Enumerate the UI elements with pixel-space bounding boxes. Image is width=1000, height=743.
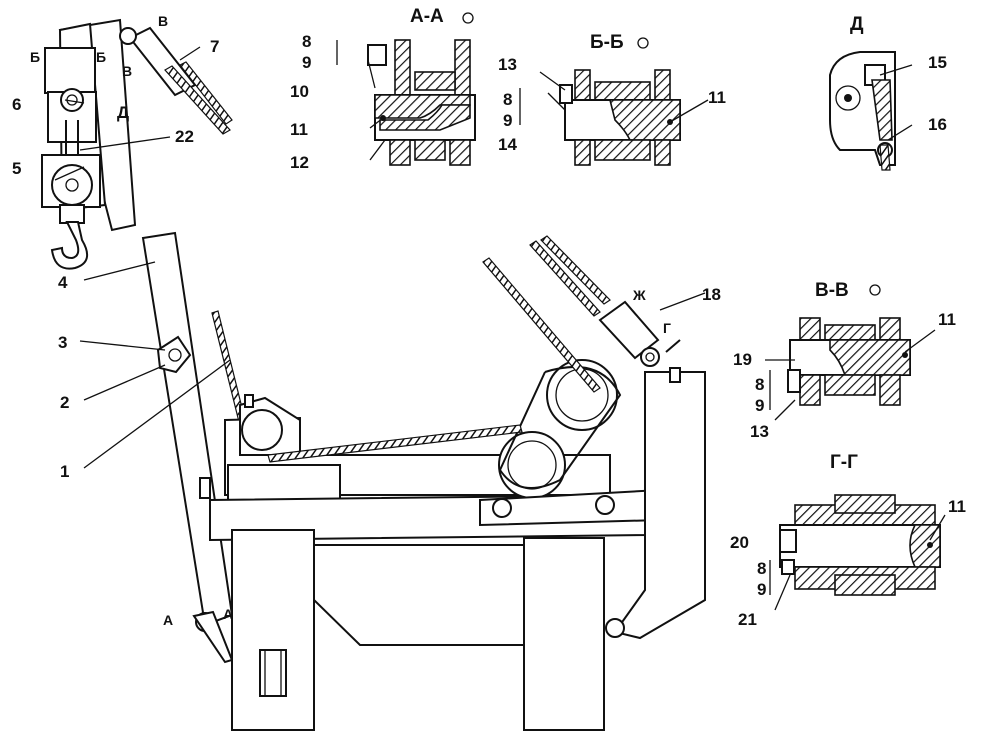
cable-fitting-18 <box>598 300 681 367</box>
part-2: 2 <box>60 393 69 412</box>
cable-right-1 <box>482 257 601 393</box>
part-5: 5 <box>12 159 21 178</box>
part-19: 19 <box>733 350 752 369</box>
title-section-bb: Б-Б <box>590 32 624 53</box>
part-8-gg: 8 <box>757 559 766 578</box>
section-bb <box>559 37 681 166</box>
part-21: 21 <box>738 610 757 629</box>
part-9-gg: 9 <box>757 580 766 599</box>
section-d <box>829 51 896 171</box>
part-12: 12 <box>290 153 309 172</box>
leader-lines <box>54 40 946 611</box>
section-vv <box>787 284 911 406</box>
title-section-aa: А-А <box>410 6 444 27</box>
part-13-vv: 13 <box>750 422 769 441</box>
part-11-vv: 11 <box>938 310 956 329</box>
right-boom <box>605 367 706 640</box>
part-9-vv: 9 <box>755 396 764 415</box>
part-1: 1 <box>60 462 69 481</box>
part-14: 14 <box>498 135 517 154</box>
hook-assembly-view <box>41 18 233 270</box>
left-boom <box>141 231 234 664</box>
machine-body <box>209 359 661 731</box>
part-numbers: 1 2 3 4 5 6 7 8 9 10 11 12 13 8 9 11 14 … <box>12 32 966 629</box>
main-view <box>141 231 706 731</box>
part-11-bb: 11 <box>708 88 726 107</box>
chain-belt <box>267 424 523 463</box>
section-gg <box>779 494 941 596</box>
section-titles: А-А Б-Б В-В Г-Г Д <box>410 6 864 473</box>
part-20: 20 <box>730 533 749 552</box>
part-8-bb: 8 <box>503 90 512 109</box>
part-10: 10 <box>290 82 309 101</box>
part-3: 3 <box>58 333 67 352</box>
part-22: 22 <box>175 127 194 146</box>
mark-v-bottom: В <box>122 63 132 79</box>
section-aa <box>367 12 476 166</box>
cable-right-2 <box>540 235 611 305</box>
part-11-aa: 11 <box>290 120 308 139</box>
part-9-bb: 9 <box>503 111 512 130</box>
title-section-d: Д <box>850 14 864 35</box>
part-16: 16 <box>928 115 947 134</box>
part-15: 15 <box>928 53 947 72</box>
part-8-aa: 8 <box>302 32 311 51</box>
part-11-gg: 11 <box>948 497 966 516</box>
mark-a-left: А <box>163 612 173 628</box>
mark-g: Г <box>663 320 671 336</box>
part-8-vv: 8 <box>755 375 764 394</box>
mark-zh: Ж <box>632 287 646 303</box>
mark-b-right: Б <box>96 49 106 65</box>
section-marks: Б Б В В Д А А Г Ж <box>30 13 671 628</box>
mark-a-right: А <box>223 606 233 622</box>
mark-v-top: В <box>158 13 168 29</box>
part-7: 7 <box>210 37 219 56</box>
part-4: 4 <box>58 273 68 292</box>
title-section-gg: Г-Г <box>830 452 858 473</box>
mark-d: Д <box>117 103 129 122</box>
part-13-bb: 13 <box>498 55 517 74</box>
part-18: 18 <box>702 285 721 304</box>
title-section-vv: В-В <box>815 280 849 301</box>
part-6: 6 <box>12 95 21 114</box>
part-9-aa: 9 <box>302 53 311 72</box>
cable-right-3 <box>529 240 601 317</box>
mark-b-left: Б <box>30 49 40 65</box>
